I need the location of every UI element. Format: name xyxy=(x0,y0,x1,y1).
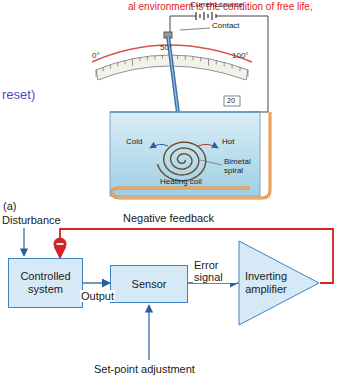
process-box: Controlled system xyxy=(8,258,83,308)
label-text: Contact xyxy=(212,22,240,31)
water-beaker xyxy=(110,112,260,196)
hot-arrow xyxy=(198,144,218,148)
heating-coil-highlight xyxy=(112,112,270,198)
minus-sign xyxy=(54,238,67,251)
edge-label: Output xyxy=(80,290,115,302)
label-text: Current source xyxy=(190,1,243,10)
edge-label: Negative feedback xyxy=(122,212,215,224)
label-text: 0° xyxy=(92,52,100,61)
beaker-rim xyxy=(110,111,260,113)
bimetal-spiral xyxy=(157,142,205,181)
node-text: Sensor xyxy=(132,278,167,291)
leader-line xyxy=(200,160,222,165)
label-text: (a) xyxy=(3,200,16,212)
label-text: Disturbance xyxy=(2,214,61,226)
label-text: 20 xyxy=(227,97,235,105)
amplifier-triangle: Inverting amplifier xyxy=(238,240,320,326)
leader-line xyxy=(180,28,210,30)
disturbance-arrow xyxy=(23,228,24,256)
cold-arrow xyxy=(150,144,168,148)
sensor-box: Sensor xyxy=(110,265,188,303)
flow-connector xyxy=(83,282,110,283)
edge-label: Error signal xyxy=(193,259,237,283)
label-text: 100° xyxy=(232,52,249,61)
setpoint-arrow xyxy=(148,305,149,360)
node-text: Controlled system xyxy=(9,270,82,295)
label-text: 50° xyxy=(160,44,172,53)
label-text: Set-point adjustment xyxy=(94,363,195,375)
label-text: reset) xyxy=(2,88,35,102)
heating-coil xyxy=(112,112,270,198)
reading-box xyxy=(224,96,240,106)
node-text: Inverting amplifier xyxy=(243,270,289,295)
label-text: Cold xyxy=(126,138,142,147)
label-text: Bimetal spiral xyxy=(224,158,258,176)
label-text: Hot xyxy=(222,138,234,147)
label-text: Heating coil xyxy=(160,178,202,187)
battery-symbol xyxy=(196,12,216,20)
